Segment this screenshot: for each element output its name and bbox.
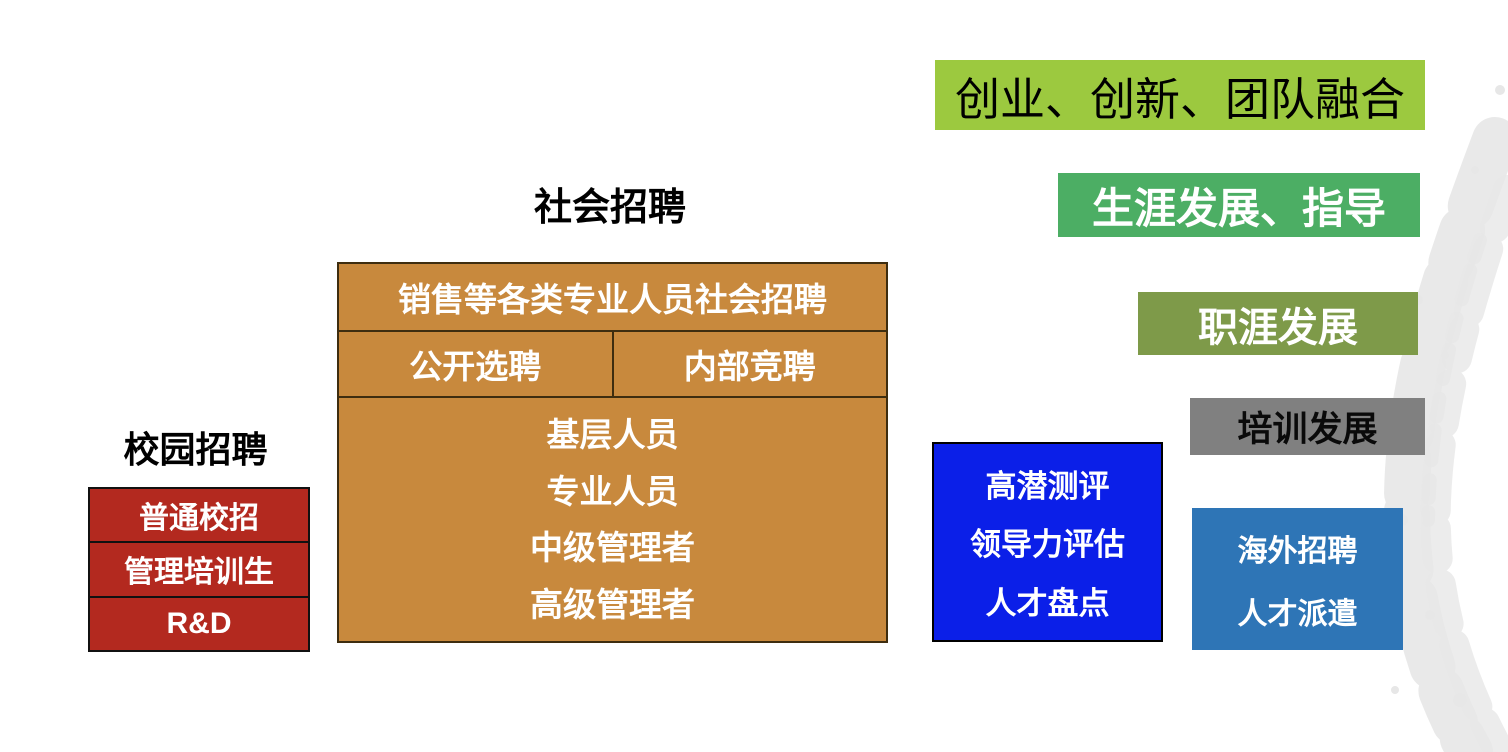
channel-internal-competition: 内部竞聘 [683, 348, 816, 385]
channel-open-selection: 公开选聘 [339, 332, 614, 396]
overseas-line-recruitment: 海外招聘 [1237, 534, 1358, 568]
campus-item-management-trainee: 管理培训生 [90, 541, 308, 595]
banner-career-development-guidance: 生涯发展、指导 [1058, 173, 1420, 237]
social-recruitment-title: 社会招聘 [533, 187, 686, 229]
assessment-line-high-potential: 高潜测评 [985, 468, 1110, 504]
campus-recruitment-title: 校园招聘 [123, 429, 268, 470]
level-professional-staff: 专业人员 [546, 472, 679, 510]
campus-recruitment-table: 普通校招 管理培训生 R&D [88, 487, 310, 652]
social-recruitment-table: 销售等各类专业人员社会招聘 公开选聘 内部竞聘 基层人员 专业人员 中级管理者 … [337, 262, 888, 643]
social-table-channel-row: 公开选聘 内部竞聘 [339, 332, 886, 398]
overseas-line-dispatch: 人才派遣 [1237, 597, 1358, 631]
banner-training-development: 培训发展 [1190, 398, 1425, 455]
overseas-recruitment-box: 海外招聘 人才派遣 [1192, 508, 1403, 650]
banner-entrepreneurship-innovation-team: 创业、创新、团队融合 [935, 60, 1425, 130]
assessment-line-talent-review: 人才盘点 [985, 586, 1110, 622]
social-table-header: 销售等各类专业人员社会招聘 [339, 264, 886, 332]
campus-item-rnd: R&D [90, 595, 308, 650]
campus-item-general: 普通校招 [139, 502, 259, 536]
level-entry-staff: 基层人员 [546, 415, 679, 453]
talent-assessment-box: 高潜测评 领导力评估 人才盘点 [932, 442, 1163, 642]
banner-professional-development: 职涯发展 [1138, 292, 1418, 355]
level-middle-managers: 中级管理者 [530, 529, 695, 567]
social-table-levels: 基层人员 专业人员 中级管理者 高级管理者 [339, 398, 886, 641]
level-senior-managers: 高级管理者 [530, 586, 695, 624]
assessment-line-leadership: 领导力评估 [970, 527, 1125, 563]
